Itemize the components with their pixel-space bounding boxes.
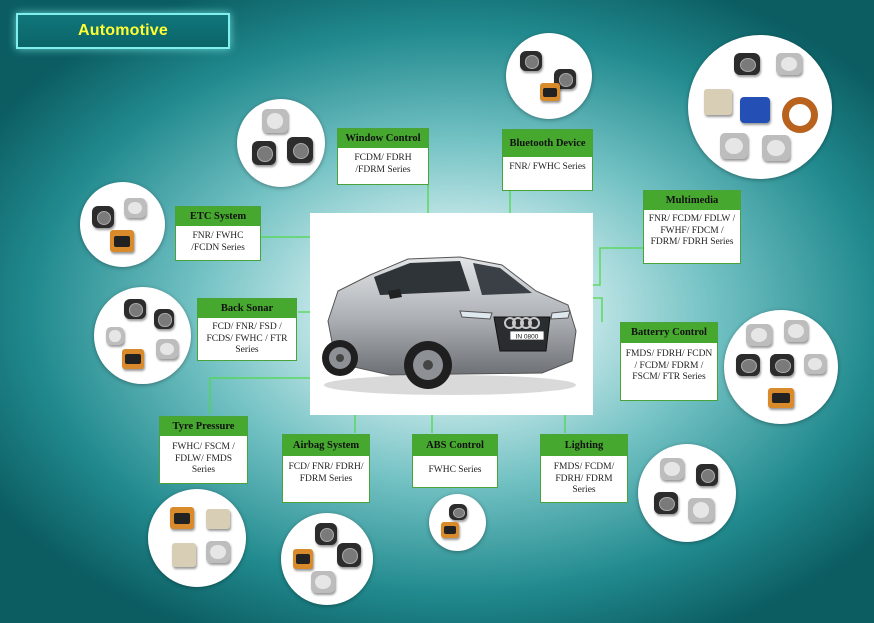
etc-system-label: ETC System FNR/ FWHC /FCDN Series [175,206,261,261]
etc-system-title: ETC System [176,207,260,226]
airbag-system-products [281,513,373,605]
abs-control-series: FWHC Series [428,465,482,475]
suv-car-illustration: IN 0800 [322,256,577,395]
abs-control-label: ABS Control FWHC Series [412,434,498,488]
page-title: Automotive [78,22,168,39]
etc-system-products [80,182,165,267]
airbag-system-series: FCD/ FNR/ FDRH/ FDRM Series [288,462,364,484]
title-banner: Automotive [16,13,230,49]
bluetooth-device-products [506,33,592,119]
bluetooth-device-title: Bluetooth Device [503,130,592,157]
window-control-series: FCDM/ FDRH /FDRM Series [354,153,412,175]
abs-control-title: ABS Control [413,435,497,456]
multimedia-products [688,35,832,179]
window-control-products [237,99,325,187]
airbag-system-label: Airbag System FCD/ FNR/ FDRH/ FDRM Serie… [282,434,370,503]
tyre-pressure-label: Tyre Pressure FWHC/ FSCM / FDLW/ FMDS Se… [159,416,248,484]
tyre-pressure-products [148,489,246,587]
window-control-title: Window Control [338,129,428,148]
back-sonar-products [94,287,191,384]
etc-system-series: FNR/ FWHC /FCDN Series [191,231,245,253]
lighting-title: Lighting [541,435,627,456]
tyre-pressure-title: Tyre Pressure [160,417,247,436]
back-sonar-title: Back Sonar [198,299,296,318]
lighting-products [638,444,736,542]
battery-control-label: Batterry Control FMDS/ FDRH/ FCDN / FCDM… [620,322,718,401]
lighting-series: FMDS/ FCDM/ FDRH/ FDRM Series [553,462,615,495]
multimedia-title: Multimedia [644,191,740,210]
battery-control-title: Batterry Control [621,323,717,343]
bluetooth-device-series: FNR/ FWHC Series [509,162,586,172]
bluetooth-device-label: Bluetooth Device FNR/ FWHC Series [502,129,593,191]
airbag-system-title: Airbag System [283,435,369,456]
lighting-label: Lighting FMDS/ FCDM/ FDRH/ FDRM Series [540,434,628,503]
multimedia-label: Multimedia FNR/ FCDM/ FDLW / FWHF/ FDCM … [643,190,741,264]
abs-control-products [429,494,486,551]
back-sonar-series: FCD/ FNR/ FSD / FCDS/ FWHC / FTR Series [206,322,288,355]
back-sonar-label: Back Sonar FCD/ FNR/ FSD / FCDS/ FWHC / … [197,298,297,361]
battery-control-products [724,310,838,424]
license-plate: IN 0800 [516,334,539,341]
window-control-label: Window Control FCDM/ FDRH /FDRM Series [337,128,429,185]
car-image-panel: IN 0800 [310,213,593,415]
battery-control-series: FMDS/ FDRH/ FCDN / FCDM/ FDRM / FSCM/ FT… [625,349,713,382]
multimedia-series: FNR/ FCDM/ FDLW / FWHF/ FDCM / FDRM/ FDR… [648,214,736,247]
tyre-pressure-series: FWHC/ FSCM / FDLW/ FMDS Series [172,442,235,475]
